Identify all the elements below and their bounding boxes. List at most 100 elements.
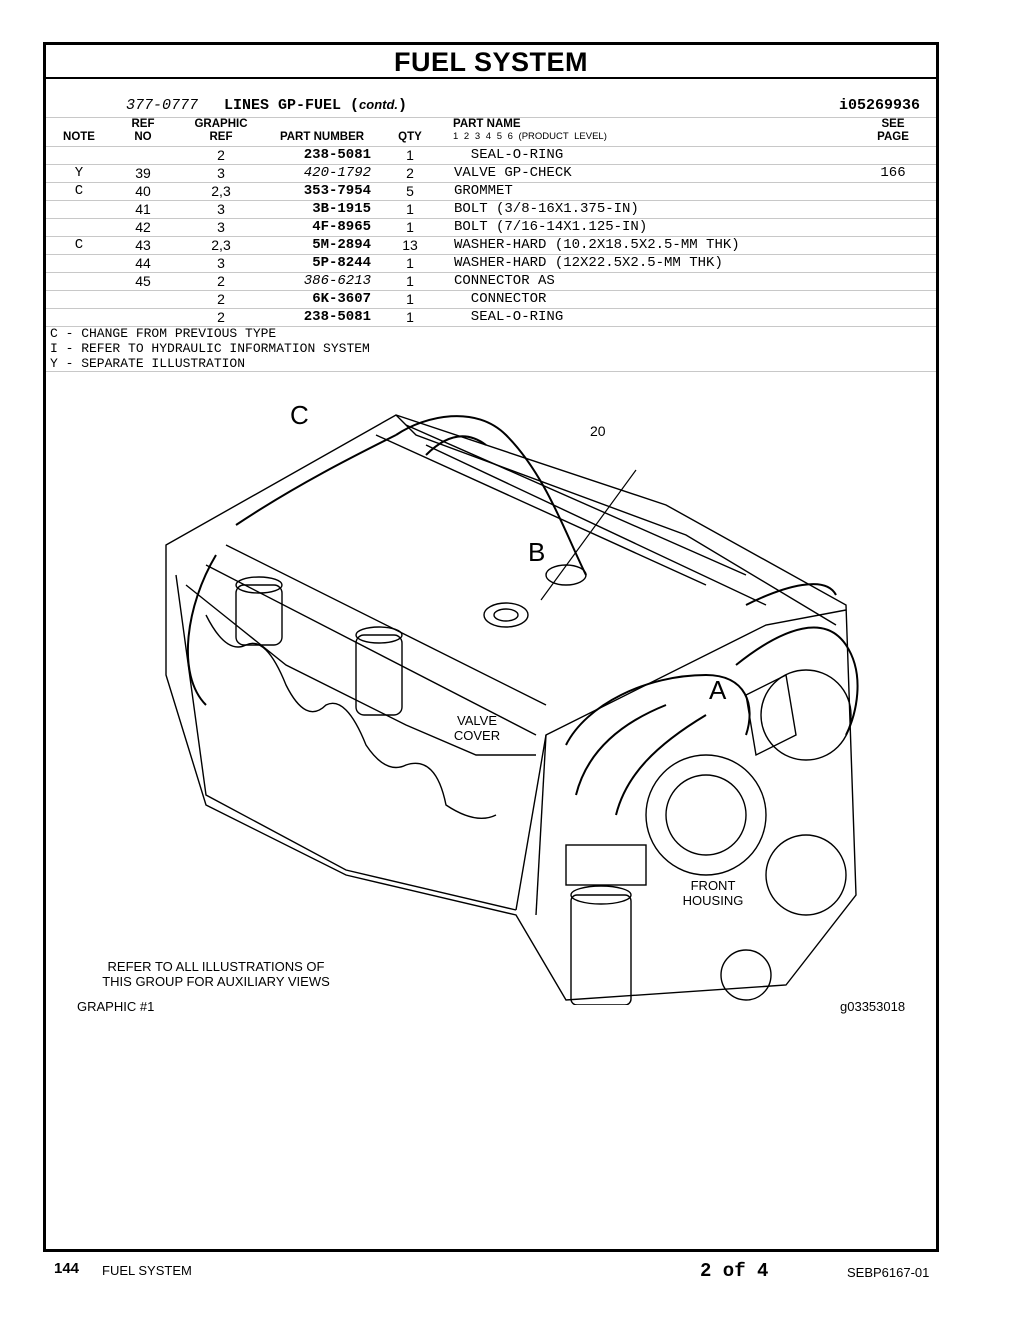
row-part-name: WASHER-HARD (12X22.5X2.5-MM THK)	[454, 255, 723, 271]
row-divider	[46, 182, 936, 183]
row-qty: 1	[406, 273, 414, 289]
row-part-number[interactable]: 238-5081	[303, 309, 371, 325]
table-row: 41 3 3B-1915 1 BOLT (3/8-16X1.375-IN)	[46, 200, 936, 218]
row-part-number[interactable]: 420-1792	[303, 165, 371, 181]
front-housing	[645, 669, 852, 1001]
col-header-part-number: PART NUMBER	[279, 131, 365, 143]
divider	[46, 371, 936, 372]
fuel-filters	[235, 576, 647, 1005]
row-graphic-ref: 3	[217, 201, 225, 217]
row-divider	[46, 326, 936, 327]
row-graphic-ref: 2	[217, 309, 225, 325]
row-ref: 39	[135, 165, 151, 181]
row-ref: 41	[135, 201, 151, 217]
table-row: C 43 2,3 5M-2894 13 WASHER-HARD (10.2X18…	[46, 236, 936, 254]
row-qty: 1	[406, 201, 414, 217]
row-see-page[interactable]: 166	[880, 165, 906, 181]
row-ref: 42	[135, 219, 151, 235]
col-header-product-level: 1 2 3 4 5 6 (PRODUCT LEVEL)	[453, 131, 607, 142]
table-row: Y 39 3 420-1792 2 VALVE GP-CHECK 166	[46, 164, 936, 182]
group-name: LINES GP-FUEL (contd.)	[224, 97, 408, 114]
row-part-name: SEAL-O-RING	[454, 309, 564, 325]
divider	[46, 117, 936, 118]
row-ref: 40	[135, 183, 151, 199]
row-part-name: SEAL-O-RING	[454, 147, 564, 163]
row-divider	[46, 164, 936, 165]
table-row: 44 3 5P-8244 1 WASHER-HARD (12X22.5X2.5-…	[46, 254, 936, 272]
footer-section: FUEL SYSTEM	[102, 1263, 192, 1278]
row-note: C	[74, 237, 84, 253]
row-part-number[interactable]: 3B-1915	[312, 201, 371, 217]
fuel-lines	[186, 415, 859, 816]
row-qty: 1	[406, 147, 414, 163]
row-ref: 44	[135, 255, 151, 271]
row-qty: 5	[406, 183, 414, 199]
table-row: 45 2 386-6213 1 CONNECTOR AS	[46, 272, 936, 290]
row-graphic-ref: 2,3	[211, 183, 231, 199]
row-divider	[46, 308, 936, 309]
callout-a: A	[709, 675, 727, 705]
row-part-number[interactable]: 353-7954	[303, 183, 371, 199]
row-part-number[interactable]: 5P-8244	[312, 255, 371, 271]
graphic-id: g03353018	[840, 999, 906, 1014]
legend-change: C - CHANGE FROM PREVIOUS TYPE	[50, 326, 277, 341]
engine-illustration	[165, 414, 859, 1005]
page-of: 2 of 4	[700, 1260, 769, 1282]
page-frame: FUEL SYSTEM 377-0777 LINES GP-FUEL (cont…	[43, 42, 939, 1252]
col-header-part-name: PART NAME	[453, 118, 521, 130]
doc-id: SEBP6167-01	[847, 1265, 930, 1280]
valve-cover-label: VALVE COVER	[453, 713, 501, 743]
row-graphic-ref: 2	[217, 273, 225, 289]
row-divider	[46, 200, 936, 201]
row-part-number[interactable]: 5M-2894	[312, 237, 371, 253]
row-part-name: CONNECTOR AS	[454, 273, 555, 289]
row-graphic-ref: 2,3	[211, 237, 231, 253]
legend-separate: Y - SEPARATE ILLUSTRATION	[50, 356, 246, 371]
row-note: Y	[74, 165, 84, 181]
row-part-number[interactable]: 6K-3607	[312, 291, 371, 307]
legend-hydraulic: I - REFER TO HYDRAULIC INFORMATION SYSTE…	[50, 341, 370, 356]
row-part-name: VALVE GP-CHECK	[454, 165, 572, 181]
row-divider	[46, 218, 936, 219]
row-qty: 1	[406, 255, 414, 271]
row-qty: 13	[402, 237, 418, 253]
row-note: C	[74, 183, 84, 199]
callout-b: B	[528, 537, 546, 567]
row-graphic-ref: 3	[217, 255, 225, 271]
col-header-note: NOTE	[63, 131, 95, 143]
row-graphic-ref: 3	[217, 219, 225, 235]
table-row: 2 238-5081 1 SEAL-O-RING	[46, 146, 936, 164]
row-part-name: BOLT (7/16-14X1.125-IN)	[454, 219, 648, 235]
callout-20: 20	[590, 423, 606, 439]
row-qty: 2	[406, 165, 414, 181]
leader-line-20	[540, 469, 637, 601]
row-graphic-ref: 3	[217, 165, 225, 181]
graphic-label: GRAPHIC #1	[77, 999, 155, 1014]
auxiliary-views-note: REFER TO ALL ILLUSTRATIONS OF THIS GROUP…	[102, 959, 330, 989]
row-graphic-ref: 2	[217, 147, 225, 163]
row-part-number[interactable]: 238-5081	[303, 147, 371, 163]
row-part-name: CONNECTOR	[454, 291, 547, 307]
row-part-number[interactable]: 386-6213	[303, 273, 371, 289]
table-row: 42 3 4F-8965 1 BOLT (7/16-14X1.125-IN)	[46, 218, 936, 236]
group-id: i05269936	[838, 97, 920, 114]
row-qty: 1	[406, 219, 414, 235]
row-qty: 1	[406, 309, 414, 325]
table-row: C 40 2,3 353-7954 5 GROMMET	[46, 182, 936, 200]
col-header-qty: QTY	[398, 131, 422, 143]
row-ref: 43	[135, 237, 151, 253]
callout-c: C	[290, 400, 309, 430]
group-number: 377-0777	[126, 97, 199, 114]
row-part-name: GROMMET	[454, 183, 513, 199]
table-row: 2 6K-3607 1 CONNECTOR	[46, 290, 936, 308]
front-housing-label: FRONT HOUSING	[682, 878, 744, 908]
row-part-number[interactable]: 4F-8965	[312, 219, 371, 235]
row-graphic-ref: 2	[217, 291, 225, 307]
page-title: FUEL SYSTEM	[46, 45, 936, 79]
divider	[46, 146, 936, 147]
row-qty: 1	[406, 291, 414, 307]
page-number: 144	[54, 1260, 80, 1277]
